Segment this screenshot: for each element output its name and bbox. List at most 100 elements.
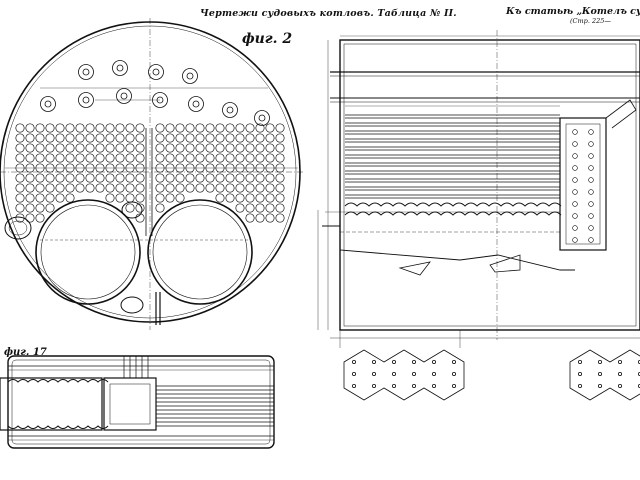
tube-end: [235, 153, 245, 163]
tube-end: [245, 193, 255, 203]
tube-end: [65, 133, 75, 143]
chamber-stay: [588, 165, 594, 171]
tube-end: [275, 183, 285, 193]
rivet: [411, 383, 416, 388]
stay-nut: [192, 100, 200, 108]
tube-end: [85, 183, 95, 193]
figure-17-plan: [0, 355, 275, 449]
chamber-stay: [572, 189, 578, 195]
tube-end: [75, 133, 85, 143]
stay-ring: [112, 60, 128, 76]
tube-end: [55, 153, 65, 163]
tube-end: [255, 193, 265, 203]
tube-end: [135, 153, 145, 163]
tube-end: [25, 183, 35, 193]
tube-end: [215, 153, 225, 163]
tube-end: [25, 203, 35, 213]
tube-end: [175, 153, 185, 163]
tube-end: [265, 133, 275, 143]
tube-end: [265, 143, 275, 153]
tube-end: [215, 143, 225, 153]
tube-end: [15, 193, 25, 203]
tube-end: [15, 143, 25, 153]
rivet: [391, 371, 396, 376]
rivet: [431, 359, 436, 364]
tube-end: [205, 133, 215, 143]
stay-plate: [569, 349, 640, 401]
stay-ring: [78, 92, 94, 108]
stay-nut: [44, 100, 52, 108]
tube-end: [195, 173, 205, 183]
tube-end: [115, 123, 125, 133]
tube-end: [35, 133, 45, 143]
tube-end: [185, 133, 195, 143]
rivet: [578, 383, 583, 388]
tube-end: [25, 143, 35, 153]
tube-end: [245, 183, 255, 193]
rivet: [391, 359, 396, 364]
tube-end: [225, 153, 235, 163]
chamber-stay: [572, 153, 578, 159]
tube-end: [85, 173, 95, 183]
tube-end: [265, 153, 275, 163]
tube-end: [115, 143, 125, 153]
tube-end: [105, 153, 115, 163]
chamber-stay: [588, 189, 594, 195]
tube-end: [175, 133, 185, 143]
chamber-stay: [588, 201, 594, 207]
tube-end: [245, 213, 255, 223]
tube-end: [195, 123, 205, 133]
tube-end: [195, 143, 205, 153]
tube-end: [175, 173, 185, 183]
rivet: [618, 383, 623, 388]
tube-end: [135, 183, 145, 193]
tube-end: [95, 173, 105, 183]
tube-end: [55, 173, 65, 183]
tube-end: [25, 173, 35, 183]
tube-end: [105, 183, 115, 193]
tube-end: [135, 143, 145, 153]
tube-end: [245, 143, 255, 153]
tube-end: [125, 143, 135, 153]
tube-end: [45, 183, 55, 193]
chamber-stay: [572, 129, 578, 135]
tube-end: [185, 143, 195, 153]
tube-end: [155, 193, 165, 203]
tube-end: [35, 123, 45, 133]
tube-end: [65, 143, 75, 153]
tube-end: [205, 173, 215, 183]
tube-end: [205, 143, 215, 153]
tube-end: [235, 173, 245, 183]
tube-end: [215, 133, 225, 143]
tube-end: [185, 183, 195, 193]
tube-end: [85, 153, 95, 163]
chamber-stay: [572, 177, 578, 183]
tube-end: [155, 203, 165, 213]
tube-end: [65, 183, 75, 193]
stay-nut: [258, 114, 266, 122]
tube-end: [55, 143, 65, 153]
tube-end: [45, 133, 55, 143]
tube-end: [105, 193, 115, 203]
tube-end: [235, 143, 245, 153]
stay-nut: [226, 106, 234, 114]
tube-end: [25, 153, 35, 163]
chamber-stay: [588, 213, 594, 219]
stay-ring: [78, 64, 94, 80]
tube-end: [245, 173, 255, 183]
stay-ring: [254, 110, 270, 126]
tube-end: [235, 123, 245, 133]
rivet: [351, 383, 356, 388]
tube-end: [245, 153, 255, 163]
tube-end: [25, 213, 35, 223]
tube-end: [105, 133, 115, 143]
tube-end: [225, 183, 235, 193]
tube-end: [165, 143, 175, 153]
tube-end: [235, 193, 245, 203]
tube-end: [35, 183, 45, 193]
tube-end: [225, 173, 235, 183]
tube-end: [275, 213, 285, 223]
fig17-corrugated-furnace: [7, 379, 109, 429]
rivet: [578, 359, 583, 364]
